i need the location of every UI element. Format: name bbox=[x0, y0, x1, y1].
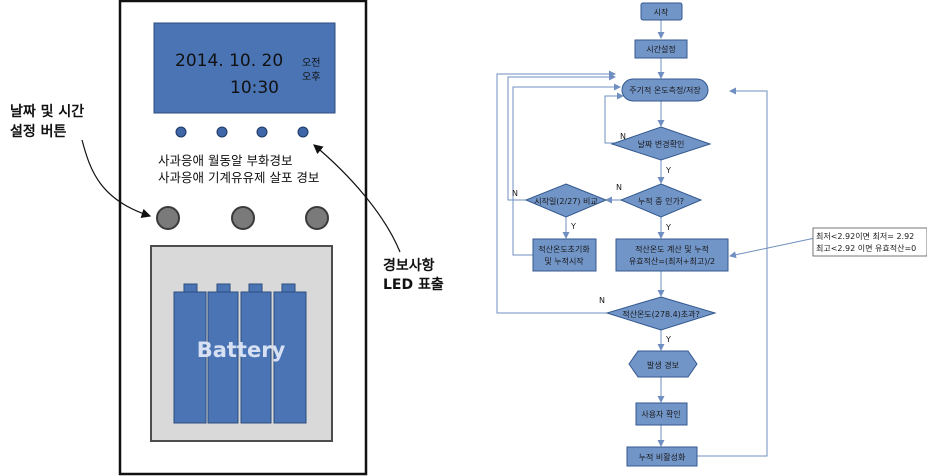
branch-yes: Y bbox=[665, 166, 671, 175]
flow-accumulating bbox=[619, 183, 703, 218]
flow-deactivate-label: 누적 비활성화 bbox=[639, 452, 686, 462]
flow-start-day-label: 시작일(2/27) 비교 bbox=[534, 196, 598, 206]
led-label-line2: 사과응애 기계유유제 살포 경보 bbox=[158, 170, 319, 185]
flow-start-label: 시작 bbox=[654, 7, 669, 17]
flow-date-check-label: 날짜 변경확인 bbox=[638, 139, 685, 149]
lcd-display bbox=[153, 22, 336, 114]
callout-buttons-arrow bbox=[81, 139, 152, 219]
flow-note-line1: 최저<2.92이면 최저= 2.92 bbox=[816, 231, 914, 241]
branch-no: N bbox=[512, 189, 518, 198]
display-am: 오전 bbox=[302, 57, 320, 69]
battery-cells bbox=[173, 283, 307, 424]
flow-compute bbox=[615, 238, 729, 272]
flowchart: 최저<2.92이면 최저= 2.92 최고<2.92 이면 유효적산=0 시작 … bbox=[496, 2, 927, 467]
setting-button[interactable] bbox=[156, 206, 180, 230]
device: 2014. 10. 20 10:30 오전 오후 사과응애 월동알 부화경보 사… bbox=[118, 0, 368, 476]
branch-no: N bbox=[599, 296, 605, 305]
callout-led-line1: 경보사항 bbox=[383, 257, 435, 274]
led-indicator bbox=[297, 126, 309, 138]
flow-measure-label: 주기적 온도측정/저장 bbox=[629, 85, 701, 95]
setting-button[interactable] bbox=[231, 206, 255, 230]
display-time: 10:30 bbox=[230, 78, 279, 98]
led-indicator bbox=[175, 126, 187, 138]
callout-led-arrow bbox=[313, 144, 401, 253]
flow-compute-line1: 적산온도 계산 및 누적 bbox=[635, 244, 709, 254]
callout-buttons-line2: 설정 버튼 bbox=[10, 123, 67, 140]
flow-alarm bbox=[628, 350, 698, 378]
flow-reset bbox=[532, 238, 597, 272]
flow-set-time bbox=[634, 39, 688, 59]
flow-compute-line2: 유효적산=(최저+최고)/2 bbox=[629, 256, 715, 266]
callout-buttons-line1: 날짜 및 시간 bbox=[10, 103, 84, 120]
flow-note-line2: 최고<2.92 이면 유효적산=0 bbox=[816, 243, 916, 253]
display-date: 2014. 10. 20 bbox=[175, 51, 283, 71]
display-pm: 오후 bbox=[302, 71, 320, 83]
branch-no: N bbox=[620, 132, 626, 141]
flow-connectors bbox=[496, 20, 816, 457]
callout-led-line2: LED 표출 bbox=[383, 276, 444, 293]
branch-no: N bbox=[616, 183, 622, 192]
led-label-line1: 사과응애 월동알 부화경보 bbox=[158, 153, 292, 168]
flow-deactivate bbox=[626, 446, 698, 467]
flow-reset-line2: 및 누적시작 bbox=[544, 256, 584, 266]
flow-reset-line1: 적산온도초기화 bbox=[538, 244, 590, 254]
flow-accumulating-label: 누적 중 인가? bbox=[638, 196, 684, 206]
branch-yes: Y bbox=[665, 335, 671, 344]
flow-start bbox=[640, 2, 683, 21]
flow-note bbox=[812, 227, 927, 257]
battery-label: Battery bbox=[197, 338, 286, 362]
flow-set-time-label: 시간설정 bbox=[646, 44, 675, 54]
flow-confirm-label: 사용자 확인 bbox=[641, 409, 680, 419]
branch-yes: Y bbox=[570, 222, 576, 231]
flow-confirm bbox=[635, 402, 688, 426]
setting-button[interactable] bbox=[305, 206, 329, 230]
flow-exceed-label: 적산온도(278.4)초과? bbox=[622, 309, 700, 319]
led-indicator bbox=[216, 126, 228, 138]
flow-alarm-label: 발생 경보 bbox=[647, 360, 679, 370]
branch-yes: Y bbox=[665, 223, 671, 232]
flow-date-check bbox=[610, 126, 712, 161]
flow-start-day bbox=[524, 183, 608, 218]
flow-measure bbox=[621, 78, 709, 102]
led-indicator bbox=[256, 126, 268, 138]
flow-exceed bbox=[605, 296, 717, 331]
